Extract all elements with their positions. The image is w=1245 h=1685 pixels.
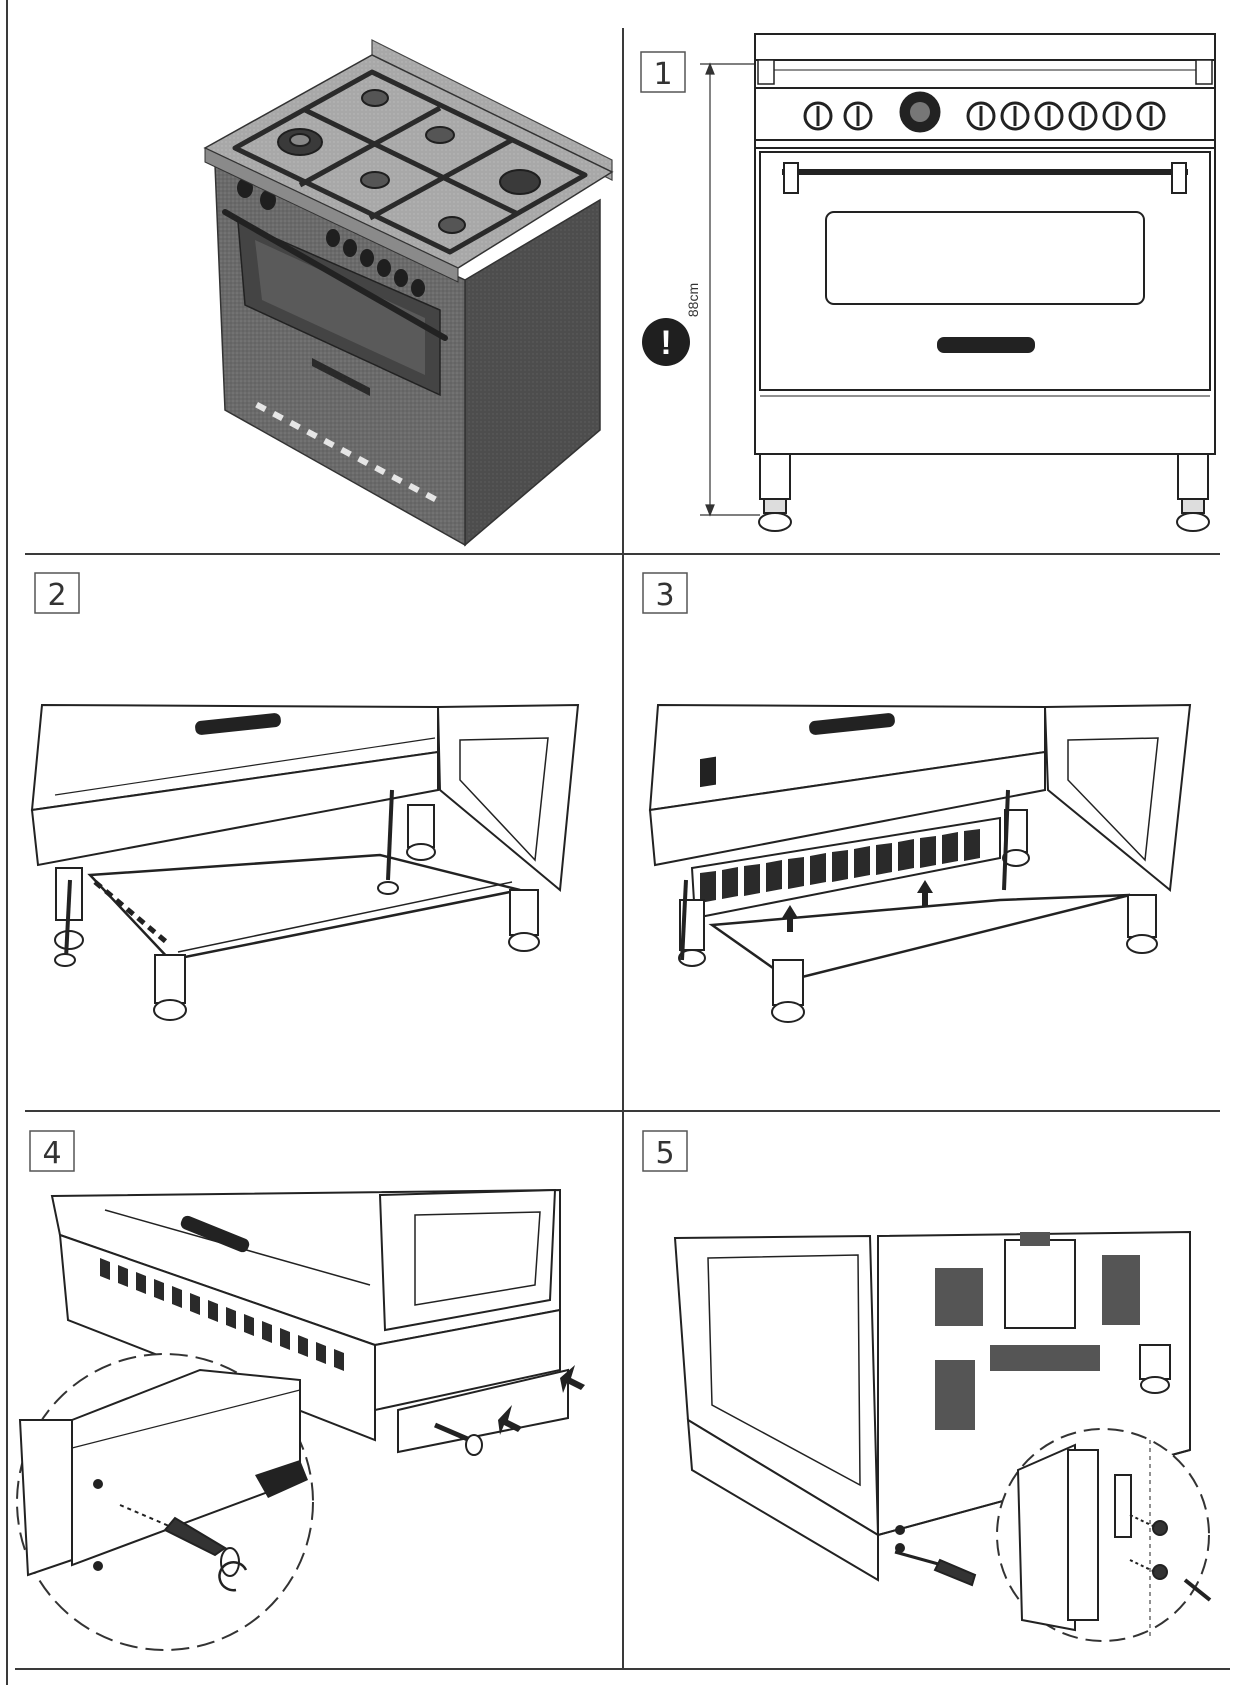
step-3-number-box: 3: [642, 572, 688, 614]
front-plinth-screw-icon: [50, 1188, 585, 1456]
step-5-number: 5: [655, 1136, 674, 1171]
attach-leg-frame-icon: [30, 703, 580, 1021]
range-cooker-front-elevation-icon: [754, 33, 1216, 532]
step-4-number: 4: [42, 1136, 61, 1171]
step-3-panel: 3: [642, 572, 1192, 1023]
height-dimension-label: 88cm: [685, 283, 701, 317]
step-5-number-box: 5: [642, 1130, 688, 1172]
step-2-number-box: 2: [34, 572, 80, 614]
step-2-panel: 2: [30, 572, 580, 1021]
step-4-number-box: 4: [29, 1130, 75, 1172]
step-5-detail-magnifier: [996, 1428, 1212, 1642]
side-plinth-screw-icon: [673, 1230, 1191, 1587]
svg-text:!: !: [660, 324, 671, 362]
step-4-detail-magnifier: [16, 1353, 314, 1651]
height-dimension-line: [700, 62, 760, 517]
warning-icon: !: [642, 318, 690, 366]
step-1-number-box: 1: [640, 51, 686, 93]
step-4-panel: 4: [16, 1130, 585, 1651]
panel-grid: [6, 0, 1230, 1685]
step-1-panel: 1 88cm !: [640, 33, 1216, 532]
lift-vent-panel-icon: [648, 703, 1192, 1023]
step-3-number: 3: [655, 578, 674, 613]
step-5-panel: 5: [642, 1130, 1212, 1642]
step-2-number: 2: [47, 578, 66, 613]
step-1-number: 1: [653, 57, 672, 92]
range-cooker-isometric-icon: [203, 39, 614, 547]
